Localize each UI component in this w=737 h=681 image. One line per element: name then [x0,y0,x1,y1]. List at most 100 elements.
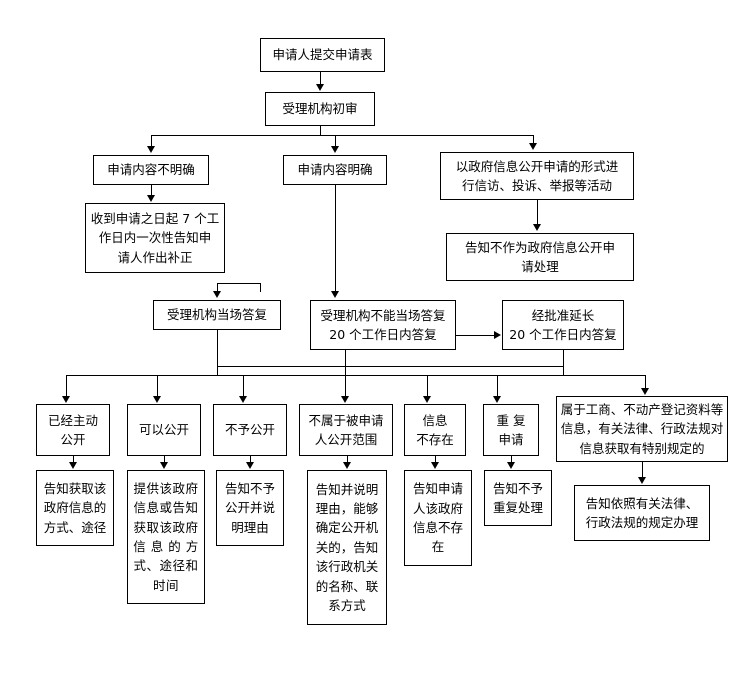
node-answer-on-spot: 受理机构当场答复 [153,300,281,330]
connector-bus-c7 [645,375,646,389]
node-line: 行信访、投诉、举报等活动 [461,178,612,193]
arrow-right-n10 [494,331,501,339]
node-line: 告知申请 [412,481,463,497]
node-line: 明理由 [231,519,269,535]
node-line: 不予公开 [224,422,275,438]
arrow-down-c5 [423,396,431,403]
node-line: 不存在 [416,432,454,447]
arrow-down-c3 [239,396,247,403]
arrow-down-r3 [246,462,254,469]
node-content-unclear: 申请内容不明确 [93,155,209,185]
node-line: 公开 [60,432,86,447]
arrow-down-r6 [507,462,515,469]
arrow-down-c6 [493,396,501,403]
node-line: 信息不存 [412,520,463,535]
connector-c3-r3 [250,456,251,463]
node-line: 政府信息的 [43,500,107,516]
node-initial-review: 受理机构初审 [265,92,375,126]
node-outcome-tell-access-method: 告知获取该 政府信息的 方式、途径 [36,470,114,546]
connector-bus-n5 [533,135,534,144]
node-line: 确定公开机 [315,520,379,536]
connector-n10-bus [563,350,564,375]
node-line: 20 个工作日内答复 [509,327,617,342]
node-line: 时间 [152,577,179,593]
node-line: 人该政府 [412,500,463,516]
node-line: 请处理 [521,259,559,274]
connector-c7-r7 [642,462,643,478]
connector-branch-n8 [217,283,218,292]
arrow-down-n8 [213,291,221,298]
node-line: 理由，能够 [315,501,379,517]
node-special-registry-info: 属于工商、不动产登记资料等 信息，有关法律、行政法规对 信息获取有特别规定的 [556,396,728,462]
node-repeat-request: 重 复 申请 [483,404,539,456]
node-line: 告知不予 [224,480,275,496]
node-line: 信息获取有特别规定的 [579,440,705,456]
connector-bus-c5 [427,375,428,397]
connector-n3-n6 [151,185,152,196]
node-outcome-follow-regulations: 告知依照有关法律、 行政法规的规定办理 [574,485,710,541]
node-line: 告知获取该 [43,480,107,496]
node-line: 方式、途径 [43,519,107,535]
node-line: 申请内容明确 [297,162,373,178]
arrow-down-n4 [331,146,339,153]
node-line: 提供该政府 [133,480,199,496]
arrow-down-n9 [331,291,339,298]
node-line: 重复处理 [492,500,543,515]
node-line: 获取该政府 [133,519,199,535]
node-outcome-refuse-with-reason: 告知不予 公开并说 明理由 [216,470,284,546]
connector-n4-branch-left-v [260,283,261,292]
node-line: 受理机构当场答复 [166,307,267,323]
node-cannot-answer-on-spot: 受理机构不能当场答复 20 个工作日内答复 [310,300,456,350]
connector-n8-bus [217,330,218,375]
node-info-not-exist: 信息 不存在 [404,404,466,456]
node-line: 属于工商、不动产登记资料等 [560,401,724,417]
connector-n8-n10-link [217,366,564,367]
node-content-clear: 申请内容明确 [283,155,387,185]
node-line: 请人作出补正 [117,249,193,265]
node-line: 20 个工作日内答复 [329,327,437,342]
node-line: 受理机构初审 [282,101,358,117]
node-line: 以政府信息公开申请的形式进 [455,158,619,174]
connector-c4-r4 [347,456,348,463]
node-line: 的名称、联 [315,578,379,594]
connector-bus-c4 [345,375,346,397]
node-outcome-inform-not-exist: 告知申请 人该政府 信息不存 在 [404,470,472,566]
arrow-down-n3 [147,146,155,153]
connector-n9-bus [345,350,346,375]
connector-bus-c2 [157,375,158,397]
node-outcome-explain-and-redirect: 告知并说明 理由，能够 确定公开机 关的，告知 该行政机关 的名称、联 系方式 [307,470,387,625]
node-submit-application: 申请人提交申请表 [260,38,385,72]
connector-bus-n4 [335,135,336,147]
node-line: 申请 [498,432,524,447]
arrow-down-r1 [69,462,77,469]
connector-n2-bus [320,126,321,135]
node-can-disclose: 可以公开 [127,404,201,456]
connector-n4-down [335,185,336,292]
connector-c5-r5 [435,456,436,463]
node-line: 该行政机关 [315,559,379,575]
node-outcome-no-repeat-handling: 告知不予 重复处理 [484,470,552,526]
node-line: 经批准延长 [531,307,595,323]
node-line: 作日内一次性告知申 [98,230,212,246]
node-line: 信息或告知 [133,500,199,516]
connector-n9-n10 [456,335,494,336]
node-line: 信息，有关法律、行政法规对 [560,421,724,437]
arrow-down-r5 [431,462,439,469]
node-line: 公开并说 [224,500,275,516]
node-line: 行政法规的规定办理 [585,515,699,530]
node-line: 系方式 [328,597,366,613]
node-outcome-provide-info: 提供该政府 信息或告知 获取该政府 信 息 的 方 式、途径和 时间 [127,470,205,604]
bus-categories [66,375,646,376]
arrow-down-n6 [147,195,155,202]
arrow-down-r7 [638,477,646,484]
node-line: 告知并说明 [315,481,379,497]
node-line: 不属于被申请 [308,412,384,428]
node-line: 已经主动 [47,412,98,428]
connector-bus-c3 [243,375,244,397]
node-line: 可以公开 [138,422,189,438]
node-line: 式、途径和 [133,558,199,574]
node-line: 关的，告知 [315,539,379,555]
node-line: 申请内容不明确 [107,162,195,178]
node-out-of-scope: 不属于被申请 人公开范围 [299,404,393,456]
connector-bus-n3 [151,135,152,147]
